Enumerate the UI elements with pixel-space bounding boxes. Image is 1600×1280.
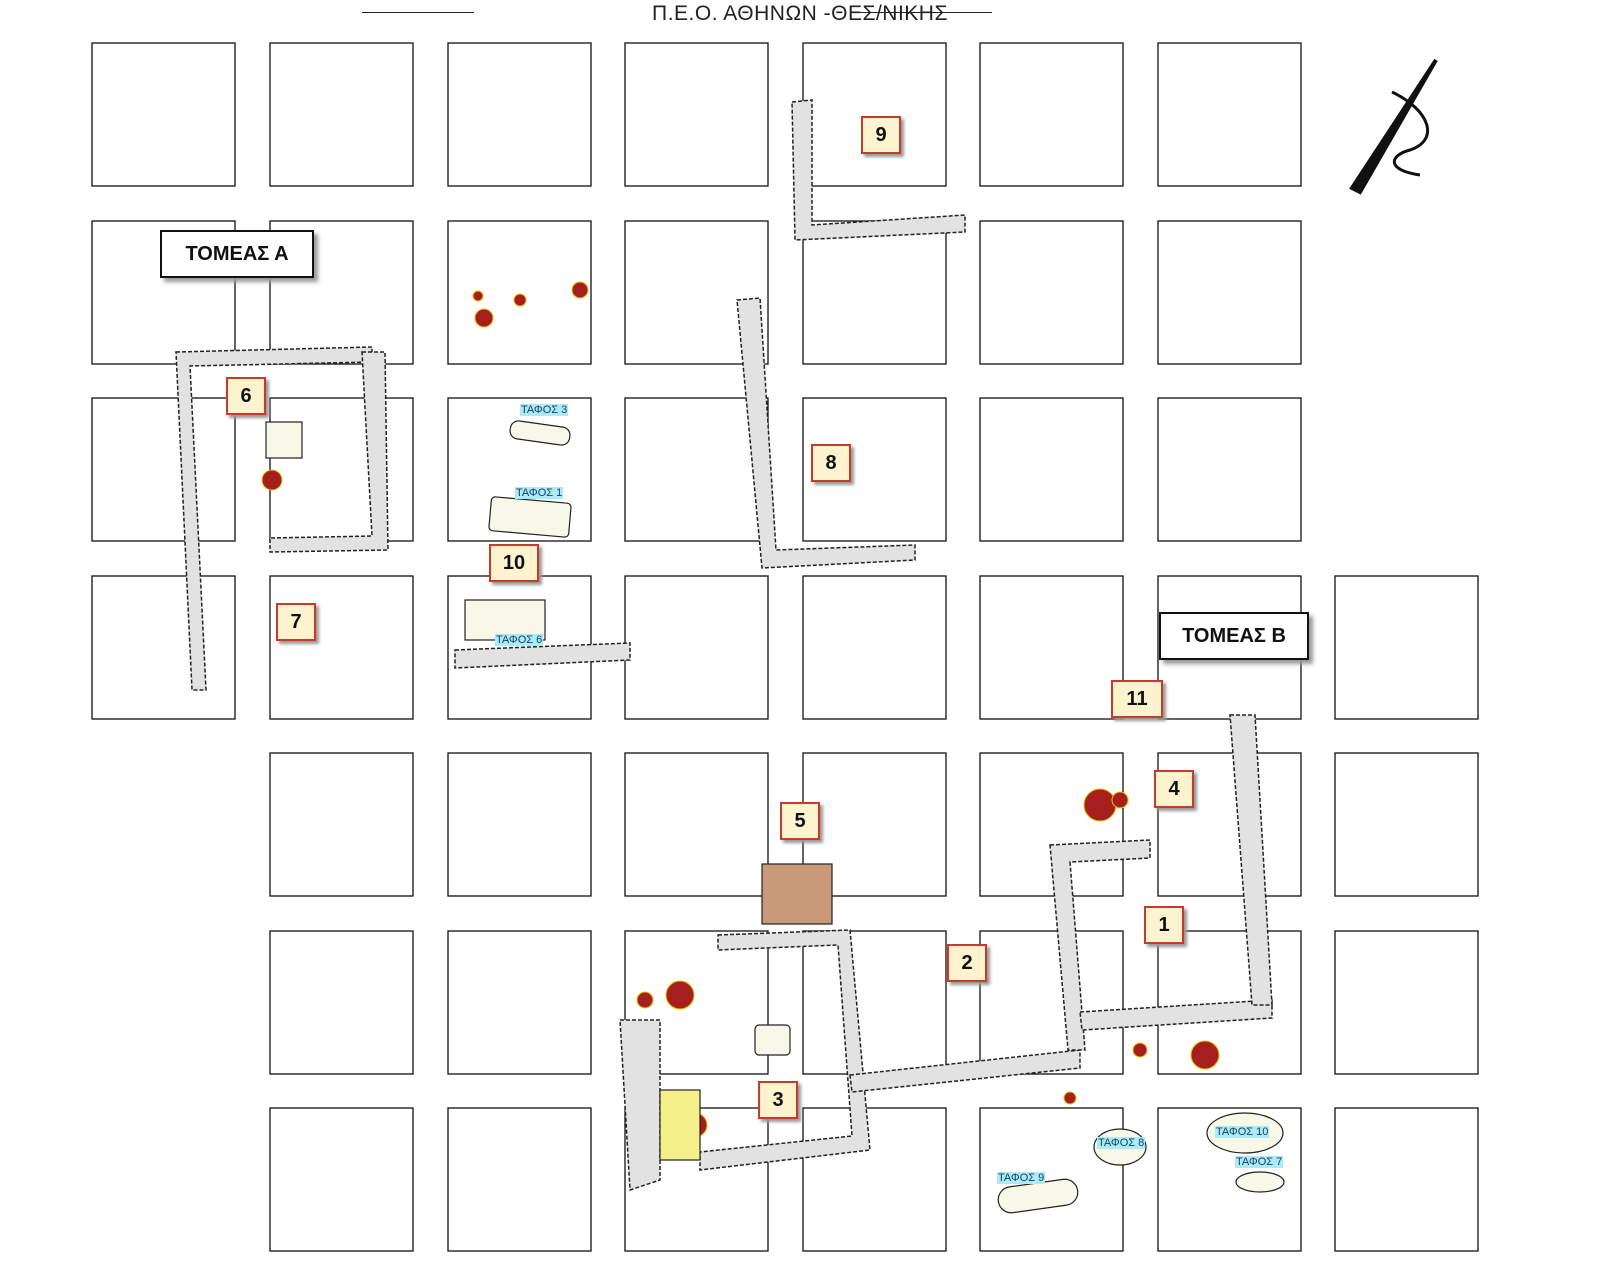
area-label-5: 5	[780, 802, 820, 840]
grid-square	[979, 1107, 1124, 1252]
grid-square	[1334, 930, 1479, 1075]
wall	[791, 99, 966, 241]
title-rule-right	[850, 12, 992, 13]
area-label-11: 11	[1111, 680, 1163, 718]
grid-square	[1157, 930, 1302, 1075]
grid-square	[269, 752, 414, 897]
grid-square	[1334, 575, 1479, 720]
grid-square	[447, 220, 592, 365]
wall	[1049, 839, 1151, 1051]
grave-label-7: ΤΑΦΟΣ 7	[1235, 1156, 1284, 1168]
wall	[736, 297, 916, 569]
grid-square	[447, 42, 592, 187]
grid-square	[447, 930, 592, 1075]
grid-square	[269, 1107, 414, 1252]
area-label-4: 4	[1154, 770, 1194, 808]
grid-square	[979, 220, 1124, 365]
area-label-1: 1	[1144, 906, 1184, 944]
grid-square	[1334, 1107, 1479, 1252]
grid-square	[802, 930, 947, 1075]
grid-square	[1157, 752, 1302, 897]
grid-square	[1334, 752, 1479, 897]
wall	[175, 346, 373, 691]
north-arrow-icon	[1349, 58, 1438, 195]
grid-square	[269, 930, 414, 1075]
grid-square	[269, 42, 414, 187]
grid-square	[979, 397, 1124, 542]
grid-square	[91, 397, 236, 542]
sector-a-label: ΤΟΜΕΑΣ Α	[160, 230, 314, 278]
grid-square	[979, 930, 1124, 1075]
grave-label-1: ΤΑΦΟΣ 1	[515, 487, 564, 499]
area-label-10: 10	[489, 544, 539, 582]
grid-square	[269, 397, 414, 542]
grid-square	[979, 42, 1124, 187]
grid-square	[624, 930, 769, 1075]
grid-square	[447, 1107, 592, 1252]
grave-label-3: ΤΑΦΟΣ 3	[520, 404, 569, 416]
area-label-2: 2	[947, 944, 987, 982]
grave-label-9: ΤΑΦΟΣ 9	[997, 1172, 1046, 1184]
grid-square	[91, 575, 236, 720]
grid-square	[447, 397, 592, 542]
walls	[175, 99, 1273, 1192]
grave-outlines	[265, 420, 1285, 1214]
wall	[1229, 714, 1273, 1006]
grave-label-8: ΤΑΦΟΣ 8	[1097, 1137, 1146, 1149]
wall	[269, 351, 389, 553]
finds	[261, 281, 1220, 1138]
grid-square	[91, 220, 236, 365]
grid-square	[802, 220, 947, 365]
grid-square	[802, 1107, 947, 1252]
grid-square	[624, 397, 769, 542]
area-label-7: 7	[276, 603, 316, 641]
area-label-8: 8	[811, 444, 851, 482]
area-label-3: 3	[758, 1081, 798, 1119]
grid-square	[269, 575, 414, 720]
area-label-9: 9	[861, 116, 901, 154]
grid-square	[802, 575, 947, 720]
grid-square	[91, 42, 236, 187]
wall	[454, 642, 631, 669]
grid-square	[979, 752, 1124, 897]
grid-square	[979, 575, 1124, 720]
grid-square	[624, 42, 769, 187]
grid-square	[802, 397, 947, 542]
grid-square	[624, 575, 769, 720]
grid-square	[624, 752, 769, 897]
wall	[1079, 999, 1273, 1031]
wall	[849, 1049, 1081, 1093]
grid-square	[269, 220, 414, 365]
grid-square	[802, 42, 947, 187]
grid-square	[447, 752, 592, 897]
title-rule-left	[362, 12, 474, 13]
area-label-6: 6	[226, 377, 266, 415]
plan-title: Π.Ε.Ο. ΑΘΗΝΩΝ -ΘΕΣ/ΝΙΚΗΣ	[652, 2, 948, 25]
grave-label-6: ΤΑΦΟΣ 6	[495, 634, 544, 646]
grid-square	[1157, 42, 1302, 187]
grave-label-10: ΤΑΦΟΣ 10	[1215, 1126, 1270, 1138]
grid-square	[1157, 220, 1302, 365]
grid-square	[624, 220, 769, 365]
sector-b-label: ΤΟΜΕΑΣ Β	[1159, 612, 1309, 660]
wall	[619, 1019, 661, 1192]
grid-square	[1157, 397, 1302, 542]
grid-square	[1157, 1107, 1302, 1252]
